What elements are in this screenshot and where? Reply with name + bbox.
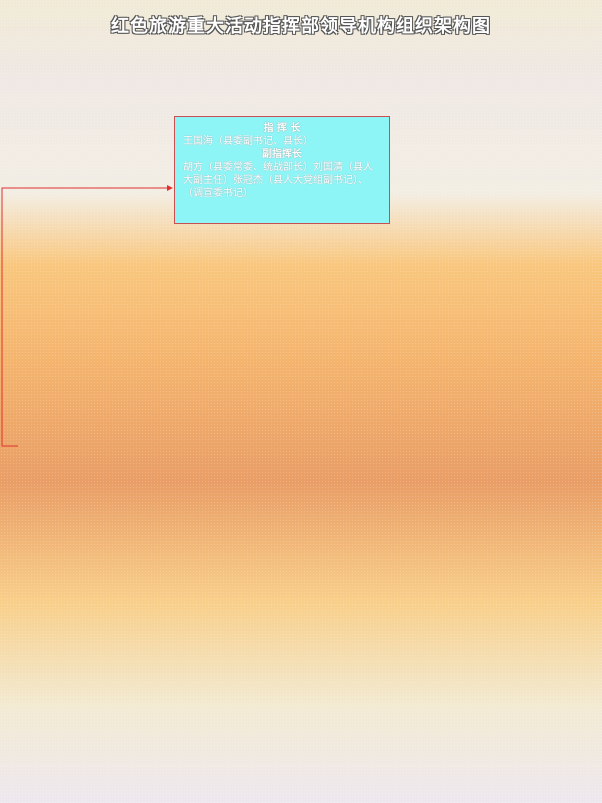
commander-heading: 指 挥 长	[263, 123, 301, 134]
page-title: 红色旅游重大活动指挥部领导机构组织架构图	[111, 16, 491, 37]
deputy-text: 胡方（县委常委、统战部长）刘国清（县人大副主任）张冠杰（县人大党组副书记）、（调…	[183, 162, 373, 199]
command-box: 指 挥 长 王国海（县委副书记、县长） 副指挥长 胡方（县委常委、统战部长）刘国…	[174, 116, 390, 224]
connector-arrow	[1, 185, 173, 447]
deputy-heading: 副指挥长	[262, 149, 302, 160]
commander-text: 王国海（县委副书记、县长）	[183, 136, 313, 147]
